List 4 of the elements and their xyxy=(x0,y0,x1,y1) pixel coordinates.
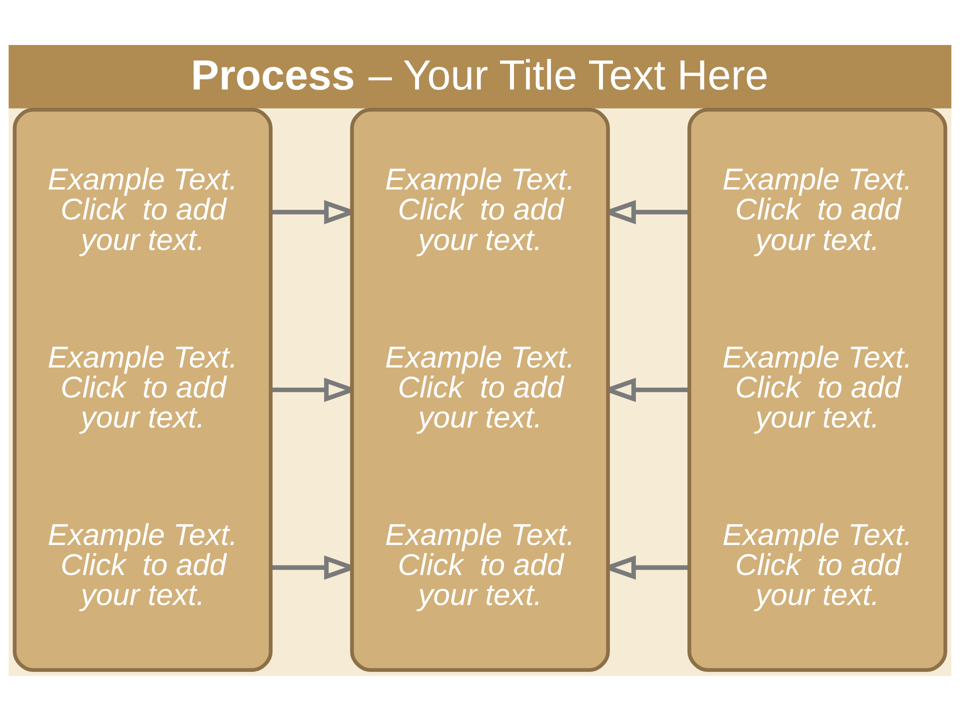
node-box: Example Text. Click to add your text. Example Text. Click to add your text. Example Text. Click to add your text. xyxy=(350,107,610,672)
node-box: Example Text. Click to add your text. Example Text. Click to add your text. Example Text. Click to add your text. xyxy=(687,107,948,672)
node-box: Example Text. Click to add your text. Example Text. Click to add your text. Example Text. Click to add your text. xyxy=(12,107,273,672)
diagram-title: Process – Your Title Text Here xyxy=(190,50,769,98)
